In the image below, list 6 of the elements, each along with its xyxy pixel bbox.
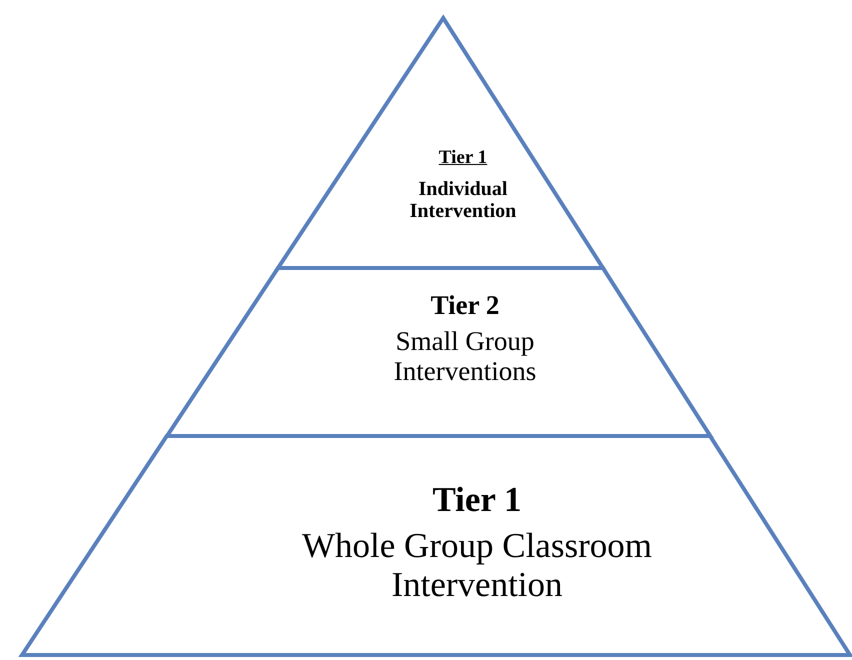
tier-heading: Tier 1 — [438, 147, 488, 168]
tier-description: Whole Group Classroom Intervention — [301, 526, 653, 604]
tier-description: Individual Intervention — [408, 178, 518, 223]
tier-description: Small Group Interventions — [392, 326, 538, 386]
tier-heading: Tier 1 — [431, 480, 523, 520]
tier-heading: Tier 2 — [430, 290, 500, 320]
